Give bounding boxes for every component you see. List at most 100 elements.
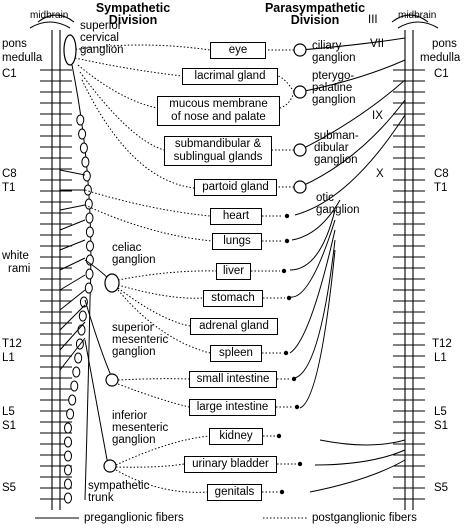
para-to-otic: [299, 99, 406, 188]
ptery-to-lacrimal: [277, 75, 295, 93]
right-s5-label: S5: [434, 482, 449, 494]
para-vagus: [289, 114, 406, 409]
left-midbrain-arc: [37, 14, 75, 23]
scg-to-lacrimal: [74, 57, 183, 77]
to-inf-mesenteric: [84, 339, 109, 466]
lungs-dot: [284, 238, 290, 244]
right-brainstem: [397, 21, 439, 29]
supmes-to-large: [117, 383, 190, 408]
right-l1-label: L1: [434, 352, 447, 364]
left-midbrain-label: midbrain: [30, 10, 69, 21]
submand-line-1: subman-: [314, 130, 359, 142]
organ-eye: eye: [210, 42, 266, 59]
left-l5-label: L5: [2, 406, 15, 418]
left-s5-label: S5: [2, 482, 17, 494]
bladder-dot: [297, 461, 303, 467]
left-s1-label: S1: [2, 420, 17, 432]
organ-heart: heart: [210, 208, 262, 225]
cranial-nerve-iii: III: [368, 14, 378, 26]
trunk-line-2: trunk: [88, 492, 114, 504]
otic-ganglion-label: otic ganglion: [316, 192, 359, 216]
white-rami-label-1: white: [2, 250, 29, 262]
sympathetic-subtitle: Division: [108, 13, 158, 27]
white-rami: [59, 169, 86, 371]
scg-line-2: cervical: [80, 32, 119, 44]
otic-line-2: ganglion: [316, 204, 360, 216]
submandibular-ganglion-label: subman- dibular ganglion: [314, 130, 359, 166]
organ-adrenal-gland: adrenal gland: [190, 318, 278, 335]
genitals-dot: [279, 489, 285, 495]
para-sacral: [309, 439, 406, 493]
organ-spleen: spleen: [210, 345, 262, 362]
large-dot: [294, 404, 300, 410]
right-c1-label: C1: [434, 68, 449, 80]
ciliary-line-1: ciliary: [312, 40, 342, 52]
ptery-line-1: pterygo-: [312, 70, 355, 82]
chain-ganglion: [72, 366, 81, 378]
kidney-dot: [276, 433, 282, 439]
parasympathetic-header: Parasympathetic Division: [260, 1, 370, 27]
cranial-nerve-x: X: [376, 168, 384, 180]
right-t1-label: T1: [434, 182, 448, 194]
para-to-pterygopalatine: [299, 59, 406, 93]
img-line-3: ganglion: [112, 434, 156, 446]
chain-ganglion: [76, 114, 85, 126]
infmes-to-bladder: [115, 463, 185, 468]
parasympathetic-title: Parasympathetic: [264, 1, 366, 15]
para-to-submandibular: [299, 79, 406, 151]
img-line-2: mesenteric: [112, 422, 169, 434]
right-midbrain-label: midbrain: [398, 10, 437, 21]
to-sup-mesenteric: [84, 299, 113, 379]
celiac-to-liver: [117, 270, 217, 281]
celiac-line-1: celiac: [112, 242, 142, 254]
submandibular-line-2: sublingual glands: [173, 151, 263, 163]
organ-submandibular-sublingual: submandibular & sublingual glands: [164, 136, 272, 166]
right-c8-label: C8: [434, 168, 449, 180]
scg-line-3: ganglion: [80, 44, 124, 56]
scg-to-partoid: [81, 79, 195, 189]
smg-line-2: mesenteric: [112, 334, 169, 346]
organ-genitals: genitals: [207, 484, 262, 501]
right-l5-label: L5: [434, 406, 447, 418]
ciliary-line-2: ganglion: [312, 52, 356, 64]
celiac-ganglion-label: celiac ganglion: [112, 242, 155, 266]
organ-large-intestine: large intestine: [189, 399, 276, 416]
chain-ganglion: [85, 268, 94, 280]
chain-ganglion: [84, 198, 93, 210]
scg-to-eye: [71, 44, 211, 51]
img-line-1: inferior: [112, 410, 148, 422]
chain-ganglion: [78, 128, 87, 140]
left-t12-label: T12: [2, 338, 22, 350]
chain-ganglion: [79, 142, 88, 154]
chain-ganglion: [64, 478, 72, 490]
right-spinal-cord-outline: [404, 30, 414, 510]
scg-line-1: superior: [80, 20, 122, 32]
otic-line-1: otic: [316, 192, 334, 204]
pterygopalatine-ganglion: [293, 85, 307, 99]
liver-dot: [281, 268, 287, 274]
trunk-line-1: sympathetic: [88, 480, 150, 492]
superior-cervical-ganglion: [63, 34, 77, 66]
organ-small-intestine: small intestine: [189, 371, 277, 388]
right-t12-label: T12: [432, 338, 452, 350]
organ-urinary-bladder: urinary bladder: [184, 456, 277, 473]
ptery-line-3: ganglion: [312, 94, 356, 106]
chain-ganglion: [68, 394, 77, 406]
infmes-to-kidney: [115, 435, 210, 466]
chain-ganglion: [66, 408, 75, 420]
scg-to-mucous: [77, 64, 158, 109]
mucous-line-2: of nose and palate: [171, 111, 266, 123]
chain-ganglion: [86, 240, 94, 252]
small-dot: [291, 376, 297, 382]
chain-ganglion: [79, 296, 88, 308]
pterygopalatine-ganglion-label: pterygo- palatine ganglion: [312, 70, 355, 106]
submand-line-3: ganglion: [314, 154, 358, 166]
submandibular-line-1: submandibular &: [174, 138, 262, 150]
organ-mucous-membrane: mucous membrane of nose and palate: [157, 96, 280, 126]
organ-stomach: stomach: [203, 290, 263, 307]
submand-line-2: dibular: [314, 142, 349, 154]
mucous-line-1: mucous membrane: [169, 98, 268, 110]
left-l1-label: L1: [2, 352, 15, 364]
